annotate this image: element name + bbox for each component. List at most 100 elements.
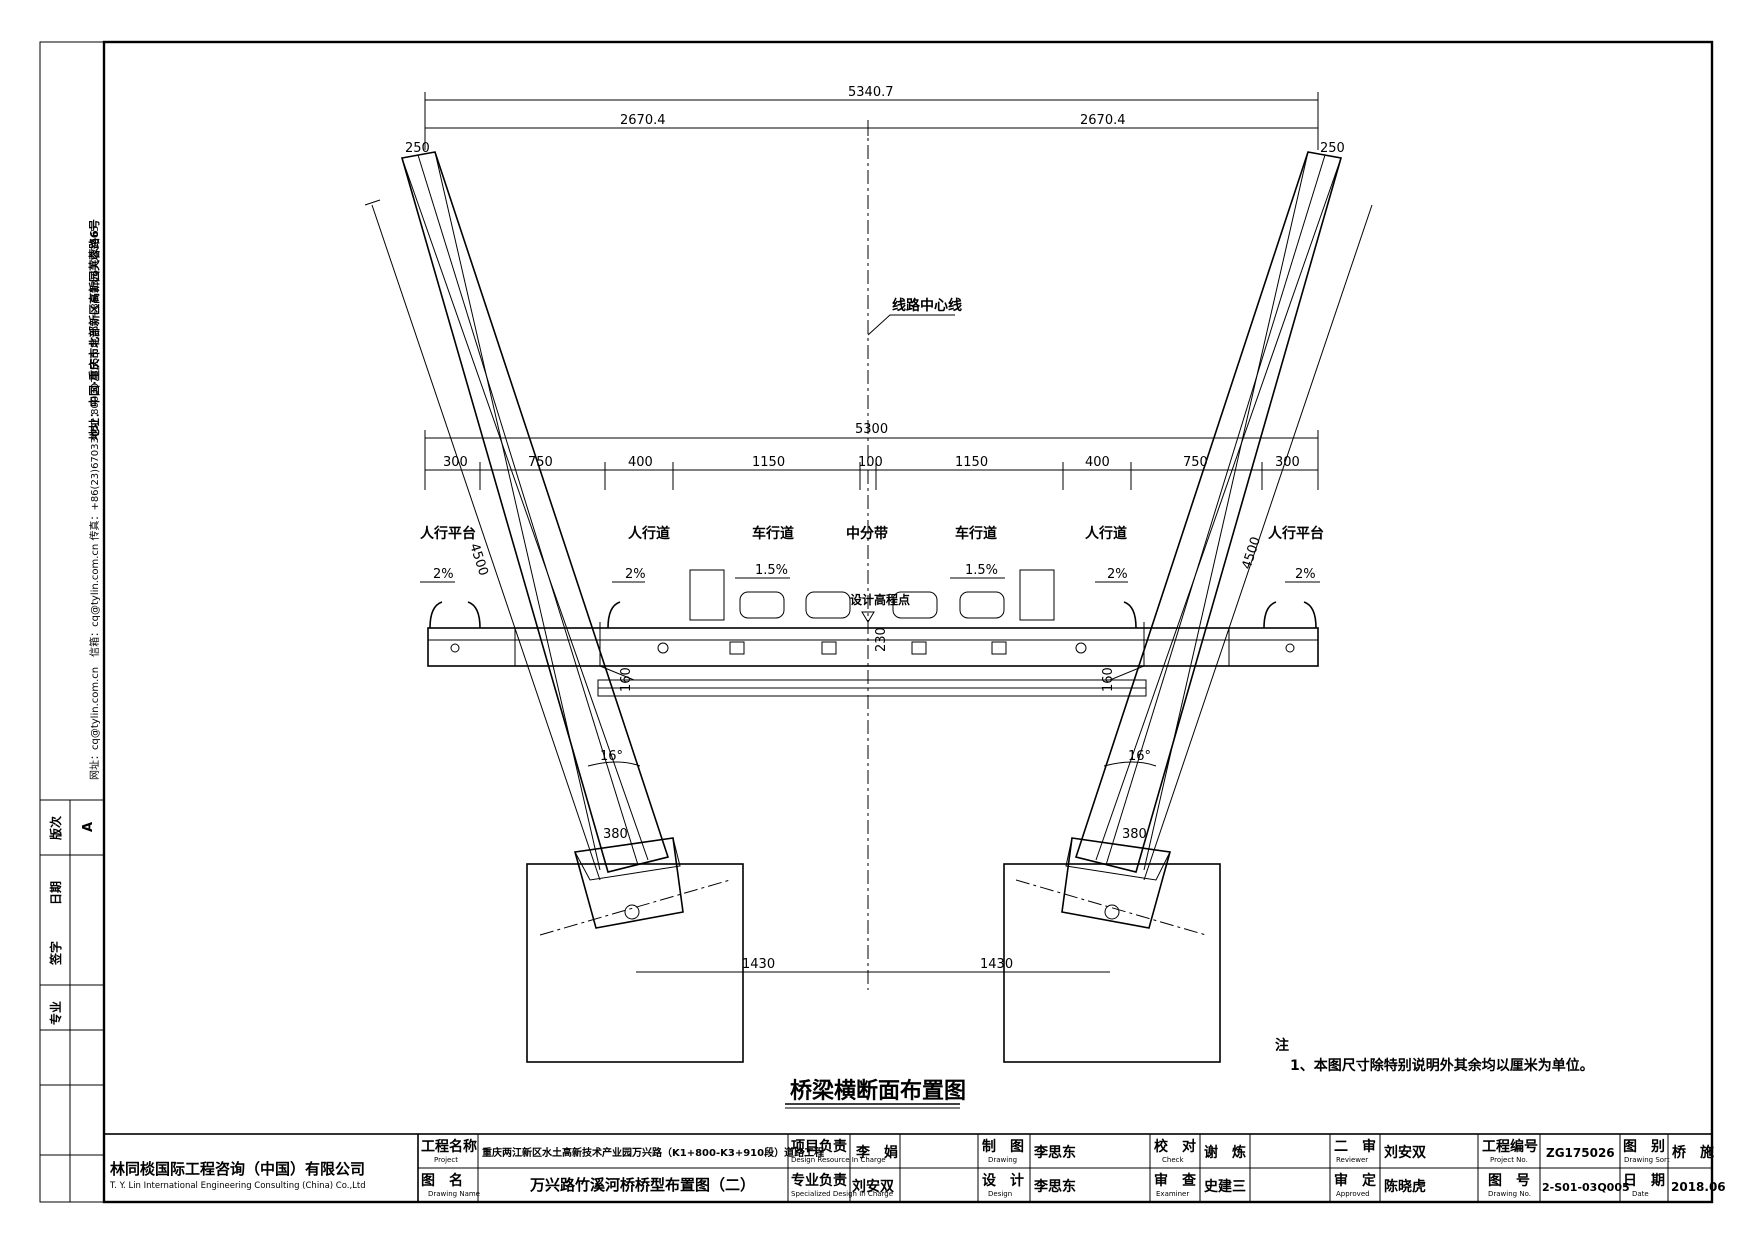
tb-drawing-label: 图 名: [421, 1172, 463, 1189]
slope-2d: 2%: [1295, 567, 1316, 582]
tb-sort-label-en: Drawing Sort: [1624, 1156, 1670, 1164]
truck-icon: [689, 569, 725, 621]
tb-design-label-en: Design: [988, 1190, 1012, 1198]
tb-approve-label-en: Approved: [1336, 1190, 1370, 1198]
dim-base-right: 380: [1122, 827, 1147, 842]
dim-tower-top-right: 250: [1320, 141, 1345, 156]
dim-deck-total: 5300: [855, 422, 888, 437]
tower-right: 4500: [1074, 151, 1373, 881]
tb-drawer: 李思东: [1033, 1144, 1076, 1161]
tb-designer: 李思东: [1033, 1178, 1076, 1195]
car-icon: [892, 591, 938, 619]
tb-drawno-label-en: Drawing No.: [1488, 1190, 1531, 1198]
label-sidewalk-right: 人行道: [1085, 525, 1127, 542]
dim-deck-5: 1150: [955, 455, 988, 470]
tb-spec-label: 专业负责: [791, 1172, 847, 1189]
slope-15b: 1.5%: [965, 563, 998, 578]
label-carriage-left: 车行道: [752, 525, 794, 542]
tb-exam-label: 审 查: [1154, 1172, 1197, 1189]
dim-deck-7: 750: [1183, 455, 1208, 470]
notes-item-1: 1、本图尺寸除特别说明外其余均以厘米为单位。: [1290, 1057, 1594, 1074]
slope-2a: 2%: [433, 567, 454, 582]
tb-projno-label-en: Project No.: [1490, 1156, 1528, 1164]
tb-spec: 刘安双: [852, 1178, 894, 1195]
dim-deck-1: 750: [528, 455, 553, 470]
outer-edge: [39, 41, 1713, 1203]
slope-2c: 2%: [1107, 567, 1128, 582]
dim-girder-h: 230: [874, 627, 889, 652]
tb-checker: 谢 炼: [1204, 1144, 1246, 1161]
dim-found-left: 1430: [742, 957, 775, 972]
design-point-marker: [861, 611, 875, 623]
centerline-leader: [867, 314, 955, 336]
tb-company-cn: 林同棪国际工程咨询（中国）有限公司: [110, 1160, 365, 1178]
dim-tower-top-left: 250: [405, 141, 430, 156]
car-icon: [805, 591, 851, 619]
tb-projno-label: 工程编号: [1482, 1138, 1538, 1155]
tb-examiner: 史建三: [1204, 1178, 1246, 1195]
side-version-header: 版次: [48, 816, 63, 840]
dim-deck-0: 300: [443, 455, 468, 470]
tb-pm-label: 项目负责: [791, 1138, 847, 1155]
dim-deck-2: 400: [628, 455, 653, 470]
label-platform-left: 人行平台: [420, 525, 476, 542]
dim-angle-left: 16°: [600, 749, 623, 764]
tb-project-label: 工程名称: [421, 1138, 477, 1155]
top-dimensions: 5340.7 2670.4 2670.4 250 250: [405, 85, 1345, 156]
tb-approver: 陈晓虎: [1384, 1178, 1426, 1195]
deck-labels: 人行平台 人行道 车行道 中分带 车行道 人行道 人行平台 2% 2% 1.5%…: [420, 525, 1324, 607]
tb-review-label: 二 审: [1334, 1138, 1376, 1155]
foundation-right: 380: [1003, 827, 1221, 1063]
drawing-title: 桥梁横断面布置图: [790, 1078, 966, 1104]
tb-drawno: 2-S01-03Q005: [1542, 1181, 1630, 1194]
sheet-frame: [102, 40, 1714, 1204]
tb-draw-label-en: Drawing: [988, 1156, 1017, 1164]
side-contact: 网址：cq@tylin.com.cn 信箱：cq@tylin.com.cn 传真…: [88, 226, 101, 780]
deck-girder: 230 160 160: [427, 622, 1319, 697]
foundation-left: 380: [526, 827, 744, 1063]
tb-pm: 李 娟: [855, 1144, 898, 1161]
dim-deck-4: 100: [858, 455, 883, 470]
dim-lower-right: 160: [1101, 667, 1116, 692]
tb-project-label-en: Project: [434, 1156, 458, 1164]
car-icon: [739, 591, 785, 619]
tb-date-label: 日 期: [1623, 1173, 1665, 1189]
side-date-header: 日期: [48, 881, 63, 905]
dim-lower-left: 160: [619, 667, 634, 692]
tb-project-name: 重庆两江新区水土高新技术产业园万兴路（K1+800-K3+910段）道路工程: [482, 1146, 824, 1159]
tower-left: 4500: [364, 151, 670, 881]
dim-half-top-right: 2670.4: [1080, 113, 1126, 128]
tb-sort-label: 图 别: [1623, 1139, 1665, 1155]
dim-half-top-left: 2670.4: [620, 113, 666, 128]
title-block: 林同棪国际工程咨询（中国）有限公司 T. Y. Lin Internationa…: [103, 1133, 1726, 1203]
tb-check-label: 校 对: [1154, 1138, 1196, 1155]
dim-deck-8: 300: [1275, 455, 1300, 470]
side-address: 地址：中国·重庆市北部新区高新园芙蓉路6号: [87, 219, 101, 440]
tb-company-en: T. Y. Lin International Engineering Cons…: [109, 1181, 366, 1191]
tb-date: 2018.06: [1671, 1180, 1726, 1194]
dim-deck-3: 1150: [752, 455, 785, 470]
car-icon: [959, 591, 1005, 619]
tb-drawing-label-en: Drawing Name: [428, 1190, 480, 1198]
label-design-point: 设计高程点: [850, 592, 910, 607]
dim-found-right: 1430: [980, 957, 1013, 972]
tb-review-label-en: Reviewer: [1336, 1156, 1368, 1164]
slope-15a: 1.5%: [755, 563, 788, 578]
side-version-value: A: [81, 822, 96, 832]
deck-dimensions: 5300 300 750 400 1150 100 1150 400 750 3…: [424, 422, 1319, 490]
tb-exam-label-en: Examiner: [1156, 1190, 1189, 1198]
deck-furniture: [429, 569, 1317, 629]
dim-base-left: 380: [603, 827, 628, 842]
tb-spec-label-en: Specialized Design In Charge: [791, 1190, 893, 1198]
side-profession-header: 专业: [48, 1001, 63, 1025]
label-platform-right: 人行平台: [1268, 525, 1324, 542]
tb-sort: 桥 施: [1672, 1144, 1714, 1161]
side-strip: 地址：中国·重庆市北部新区高新园芙蓉路6号 网址：cq@tylin.com.cn…: [39, 42, 104, 1202]
dim-tower-len-right: 4500: [1240, 535, 1264, 571]
label-sidewalk-left: 人行道: [628, 525, 670, 542]
notes-heading: 注: [1275, 1037, 1289, 1054]
tb-reviewer: 刘安双: [1384, 1144, 1426, 1161]
tb-design-label: 设 计: [982, 1172, 1024, 1189]
side-sign-header: 签字: [48, 941, 63, 966]
